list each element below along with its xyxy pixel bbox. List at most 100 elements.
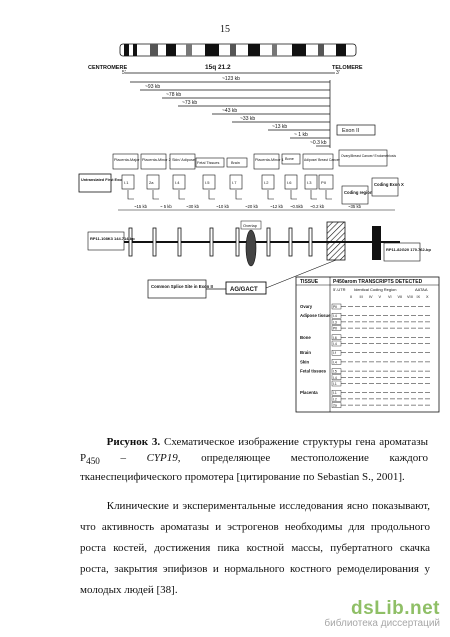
transcript-tissue-label: Placenta (300, 390, 318, 395)
exon-label: I.4 (175, 180, 180, 185)
transcript-exon-label: I.4 (333, 360, 337, 364)
clone-right-label: RP11-82G20 170.762-bp (386, 247, 431, 252)
watermark-logo: dsLib.net (351, 598, 440, 619)
spacing-label: ~ 5 kb (160, 204, 172, 209)
exon-label: I.5 (205, 180, 210, 185)
distance-label: ~ 1 kb (294, 132, 308, 138)
exon-roman-label: III (360, 295, 363, 299)
chromosome-ideogram (119, 43, 357, 57)
transcript-exon-label: I.1 (333, 391, 337, 395)
tissue-boxes (112, 149, 388, 170)
caption-label: Рисунок 3. (106, 436, 161, 448)
spacing-label: ~35 kb (348, 204, 362, 209)
watermark-subtitle: библиотека диссертаций (324, 618, 440, 629)
distance-label: ~0.3 kb (310, 140, 327, 146)
distance-label: ~123 kb (222, 76, 240, 82)
untranslated-label: Untranslated First Exons (81, 178, 126, 182)
exon-label: I.2 (264, 180, 269, 185)
exon-roman-label: VI (388, 295, 392, 299)
clone-left-label: RP11-108K3 144.714-bp (90, 236, 135, 241)
body-paragraph-text: Клинические и экспериментальные исследов… (80, 500, 431, 596)
exon-roman-label: II (350, 295, 352, 299)
overlap-label: Overlap (243, 223, 258, 228)
exon-label: I.1 (124, 180, 129, 185)
tissue-label: Bone (285, 157, 294, 161)
transcript-exon-label: I.4 (333, 342, 337, 346)
tissue-label: Adipose/ Breast Cancer (304, 158, 341, 162)
three-prime-label: 3' (336, 70, 340, 76)
transcript-exon-label: I.f (333, 351, 336, 355)
transcript-exon-label: I.4 (333, 314, 337, 318)
distance-label: ~43 kb (222, 108, 237, 114)
watermark: dsLib.net библиотека диссертаций (324, 598, 440, 629)
page-number: 15 (220, 24, 230, 35)
exon-boxes (121, 174, 334, 190)
transcript-tissue-label: Brain (300, 350, 311, 355)
transcript-exon-label: I.1 (333, 382, 337, 386)
splice-sequence-label: AG/GACT (230, 287, 258, 293)
distance-label: ~78 kb (166, 92, 181, 98)
transcript-exon-label: PII (333, 327, 337, 331)
spacing-label: ~0.2 kb (310, 204, 325, 209)
telomere-label: TELOMERE (332, 65, 363, 71)
tissue-label: Placenta-Minor 2 (142, 158, 171, 162)
transcripts-title: P450arom TRANSCRIPTS DETECTED (333, 279, 423, 285)
exon-label: I.7 (232, 180, 237, 185)
spacing-label: ~12 kb (270, 204, 284, 209)
distance-label: ~33 kb (240, 116, 255, 122)
figure-caption: Рисунок 3. Схематическое изображение стр… (80, 434, 428, 485)
exon-two-label: Exon II (342, 128, 360, 134)
centromere-label: CENTROMERE (88, 65, 127, 71)
transcript-tissue-label: Fetal tissues (300, 369, 327, 374)
exon-roman-label: IV (369, 295, 373, 299)
cyp19-gene-diagram: CENTROMERE 15q 21.2 TELOMERE 5' 3' ~123 … (78, 43, 440, 413)
tissue-label: Skin/ Adipose (172, 158, 195, 162)
tissue-label: Placenta-Minor 1 (255, 158, 284, 162)
splice-site-label: Common Splice Site in Exon II (151, 284, 213, 289)
spacing-label: ~20 kb (245, 204, 259, 209)
transcript-tissue-label: Ovary (300, 304, 313, 309)
spacing-label: ~30 kb (186, 204, 200, 209)
distance-label: ~13 kb (272, 124, 287, 130)
caption-text-b: – (99, 452, 147, 464)
exon-label: PII (321, 180, 326, 185)
caption-text-a: Схематическое изображение структуры гена… (80, 436, 428, 464)
promoter-arrows (127, 190, 332, 200)
tissue-label: Brain (231, 161, 240, 165)
transcript-tissue-label: Adipose tissue (300, 313, 331, 318)
distance-label: ~93 kb (145, 84, 160, 90)
exon-roman-label: VIII (407, 295, 413, 299)
aataa-label: AATAA (415, 287, 428, 292)
exon-label: 2a (149, 180, 154, 185)
five-prime-label: 5' (122, 70, 126, 76)
exon-roman-label: IX (417, 295, 421, 299)
exon-label: I.3 (307, 180, 312, 185)
tissue-label: Ovary/Breast Cancer/ Endometriosis (341, 154, 396, 158)
transcript-exon-label: 2a (333, 404, 337, 408)
spacing-label: ~0.5kb (290, 204, 304, 209)
tissue-label: Placenta-Major (114, 158, 140, 162)
exon-label: I.6 (287, 180, 292, 185)
distance-arrows (130, 80, 331, 148)
distance-label: ~73 kb (182, 100, 197, 106)
exon-roman-label: X (426, 295, 429, 299)
identical-coding-label: Identical Coding Region (354, 287, 396, 292)
coding-region-label: Coding region (344, 190, 373, 195)
caption-text-c: , определяющее местоположение каждого тк… (80, 452, 429, 484)
transcript-exon-label: I.2 (333, 397, 337, 401)
transcript-tissue-label: Skin (300, 359, 309, 364)
spacing-label: ~10 kb (216, 204, 230, 209)
transcript-exon-label: I.3 (333, 320, 337, 324)
body-paragraph: Клинические и экспериментальные исследов… (80, 496, 430, 601)
caption-subscript: 450 (86, 456, 100, 467)
coding-exon-x-label: Coding Exon X (374, 182, 404, 187)
utr-label: 5'-UTR (333, 287, 346, 292)
transcript-exon-label: PII (333, 305, 337, 309)
exon-roman-label: V (379, 295, 382, 299)
transcript-exon-label: I.6 (333, 336, 337, 340)
band-label: 15q 21.2 (205, 64, 231, 71)
exon-roman-label: VII (398, 295, 403, 299)
caption-gene: CYP19 (146, 452, 178, 464)
